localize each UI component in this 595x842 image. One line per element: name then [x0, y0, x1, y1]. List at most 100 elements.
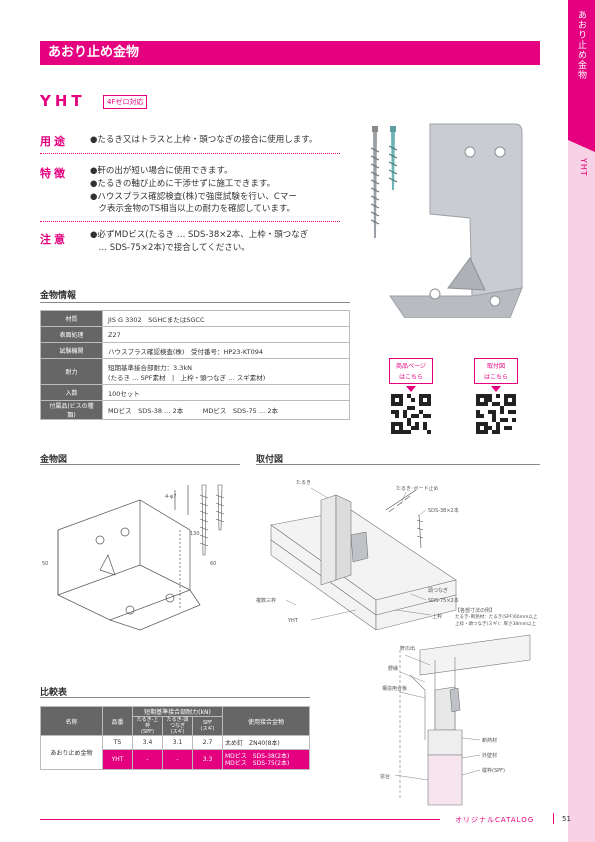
divider: [40, 153, 340, 154]
cell: 2.7: [192, 735, 223, 750]
label-frame: 複数三枠: [256, 597, 276, 604]
table-row: 耐力 短期基準接合部耐力：3.3kN (たるき … SPF素材 | 上枠・頭つな…: [40, 358, 350, 385]
page-title: あおり止め金物: [40, 41, 540, 65]
label-rafter-screw: たるき･ボード止め: [396, 485, 439, 492]
col-header: 品番: [102, 706, 133, 736]
spec-value: 100セット: [102, 384, 350, 401]
side-tab: [568, 0, 595, 140]
table-row: YHT - - 3.3 MDビス SDS-38(2本) MDビス SDS-75(…: [41, 749, 310, 770]
note-line: 上枠・頭つなぎ(スギ)：厚さ38mm以上: [455, 622, 537, 627]
dim-label: 60: [210, 561, 216, 567]
spec-label: 試験機関: [40, 342, 103, 359]
cell: 3.1: [162, 735, 193, 750]
spec-table: 材質 JIS G 3302 SGHCまたはSGCC 表面処理 Z27 試験機関 …: [40, 310, 350, 420]
label-rafter: たるき: [296, 479, 311, 486]
table-row: 入数 100セット: [40, 384, 350, 401]
cell: 太め釘 ZN40(8本): [222, 735, 310, 750]
qr-code-icon[interactable]: [476, 394, 516, 434]
cell: -: [132, 749, 163, 770]
product-code: YHT: [40, 92, 86, 110]
side-tab-notch: [568, 140, 595, 152]
divider: [40, 221, 340, 222]
col-header: 使用接合金物: [222, 706, 310, 736]
spec-label: 材質: [40, 310, 103, 327]
metal-drawing: 4-φ7 50 130 60: [42, 484, 225, 631]
usage-bullet-1: ●たるき又はトラスと上枠・頭つなぎの接合に使用します。: [90, 135, 318, 145]
bracket-icon: [449, 687, 461, 713]
table-row: 試験機関 ハウスプラス確認検査(株) 受付番号：HP23-KT094: [40, 342, 350, 359]
screw-icon: [370, 126, 380, 238]
label-stud: 縦枠(SPF): [482, 767, 505, 774]
spec-label: 付属品(ビスの種類): [40, 400, 103, 420]
label-board: 構造用合板: [382, 685, 407, 692]
cell: 3.3: [192, 749, 223, 770]
note-title: 【各部寸法の例】: [455, 608, 496, 614]
footer-divider: [553, 813, 554, 824]
arrow-down-icon: [406, 386, 416, 392]
label-wall: 外壁材: [482, 752, 497, 759]
side-tab-label: あおり止め金物: [576, 10, 586, 80]
features-bullet-4: ク表示金物のTS相当以上の耐力を確認しています。: [90, 204, 296, 214]
label-yht: YHT: [287, 618, 299, 624]
comparison-title: 比較表: [40, 688, 68, 698]
divider: [256, 464, 540, 465]
spec-label: 耐力: [40, 358, 103, 385]
cell: 3.4: [132, 735, 163, 750]
footer-rule: [40, 819, 440, 820]
label-screw-1: SDS-38×2本: [428, 507, 459, 514]
qr-code-icon[interactable]: [391, 394, 431, 434]
dim-hole-label: 4-φ7: [165, 494, 176, 500]
arrow-down-icon: [491, 386, 501, 392]
label-ceiling: 野縁: [388, 665, 398, 672]
caution-bullet-2: … SDS-75×2本)で接合してください。: [90, 243, 250, 253]
note-line: たるき･断熱材：たるき(SPF)60mm以上: [455, 615, 538, 620]
cell: -: [162, 749, 193, 770]
bracket-icon: [350, 531, 369, 563]
features-bullet-1: ●軒の出が短い場合に使用できます。: [90, 166, 233, 176]
col-header: SPF(スギ): [192, 716, 223, 736]
label-eave: 軒の出: [400, 645, 415, 652]
screw-icon: [388, 126, 398, 190]
spec-title: 金物情報: [40, 291, 77, 301]
label-screw-2: SDS-75×2本: [428, 597, 459, 604]
qr-install-drawing-link[interactable]: 取付図 はこちら: [474, 358, 518, 384]
features-bullet-2: ●たるきの軸び止めに干渉せずに施工できます。: [90, 179, 276, 189]
qr-label-line: はこちら: [483, 374, 508, 381]
qr-label-line: 商品ページ: [396, 363, 426, 370]
table-row: あおり止め金物 TS 3.4 3.1 2.7 太め釘 ZN40(8本): [40, 735, 310, 770]
usage-label: 用途: [40, 135, 68, 148]
spec-value: 短期基準接合部耐力：3.3kN (たるき … SPF素材 | 上枠・頭つなぎ ……: [102, 358, 350, 385]
col-header: たるき-上枠(SPF): [132, 716, 163, 736]
cell: YHT: [102, 749, 133, 770]
install-drawing-title: 取付図: [256, 455, 284, 465]
divider: [40, 464, 240, 465]
row-label: あおり止め金物: [40, 735, 103, 770]
label-insulation: 断熱材: [482, 737, 497, 744]
qr-label-line: はこちら: [398, 374, 423, 381]
spec-value: ハウスプラス確認検査(株) 受付番号：HP23-KT094: [102, 342, 350, 359]
label-top-plate: 上枠: [432, 613, 442, 620]
spec-value: JIS G 3302 SGHCまたはSGCC: [102, 310, 350, 327]
spec-label: 表面処理: [40, 326, 103, 343]
features-bullet-3: ●ハウスプラス確認検査(株)で強度試験を行い、Cマー: [90, 192, 297, 202]
divider: [40, 302, 350, 303]
col-header-group: 短期基準接合部耐力(kN): [132, 706, 223, 717]
divider: [40, 697, 310, 698]
dim-label: 130: [190, 531, 200, 537]
product-badge: 4Fゼロ対応: [103, 95, 148, 109]
label-ridge: 頭つなぎ: [428, 587, 448, 594]
table-header-row: 名称 品番 短期基準接合部耐力(kN) 使用接合金物: [40, 706, 310, 736]
side-tab-code: YHT: [579, 158, 588, 177]
side-tab-strip: [568, 140, 595, 842]
page-number: 51: [562, 815, 571, 823]
qr-product-page-link[interactable]: 商品ページ はこちら: [389, 358, 433, 384]
product-photo: [370, 123, 523, 318]
spec-value: MDビス SDS-38 … 2本 MDビス SDS-75 … 2本: [102, 400, 350, 420]
comparison-table: 名称 品番 短期基準接合部耐力(kN) 使用接合金物 たるき-上枠(SPF) た…: [40, 706, 310, 770]
col-header: 名称: [40, 706, 103, 736]
dim-label: 50: [42, 561, 48, 567]
col-header: たるき-頭つなぎ(スギ): [162, 716, 193, 736]
table-row: 表面処理 Z27: [40, 326, 350, 343]
spec-value-line: 短期基準接合部耐力：3.3kN: [108, 363, 192, 372]
screw-icon: [215, 484, 225, 531]
